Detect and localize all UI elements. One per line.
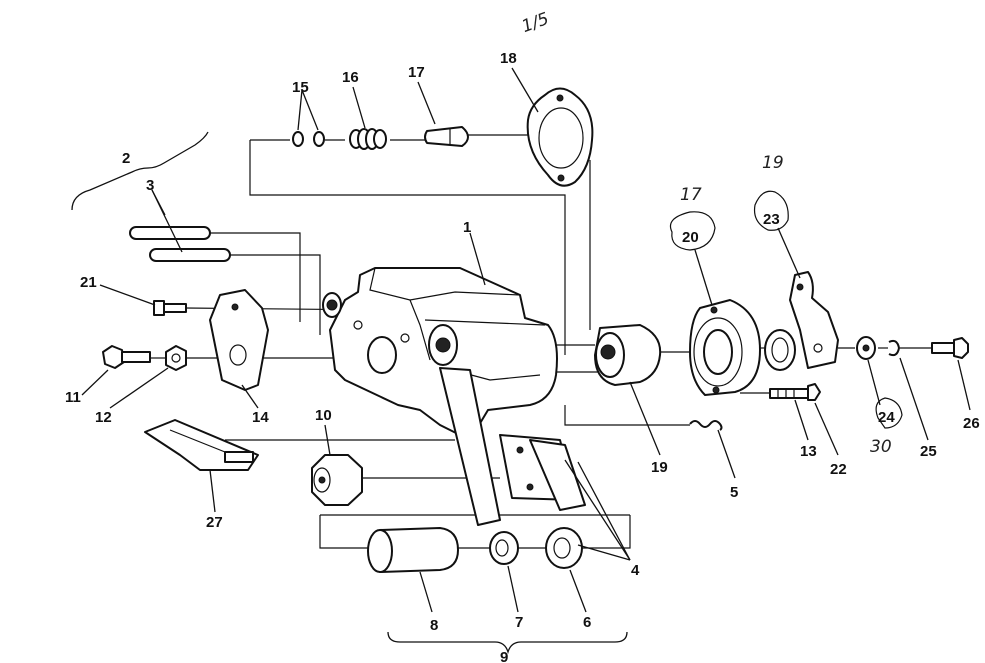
label-7: 7 [515,614,523,631]
label-19: 19 [651,459,668,476]
label-3: 3 [146,177,154,194]
label-24: 24 [878,409,895,426]
label-16: 16 [342,69,359,86]
label-14: 14 [252,409,269,426]
part-13-bolt [769,388,809,399]
label-18: 18 [500,50,517,67]
part-21-bolt [153,300,187,316]
label-22: 22 [830,461,847,478]
part-3-pins [129,226,231,262]
part-7-seal [489,531,519,565]
part-26-bolt [931,337,969,359]
part-18-gasket [526,87,594,187]
part-5-clip [689,420,723,431]
part-27-shim [144,419,259,471]
label-6: 6 [583,614,591,631]
label-5: 5 [730,484,738,501]
note-24: 30 [870,437,892,457]
part-11-bolt [102,345,151,369]
note-20: 17 [680,185,702,205]
part-17-pin [424,126,469,147]
part-14-plate [209,289,269,391]
part-12-nut [165,345,187,371]
part-bushing [764,329,796,371]
part-23-bracket [789,271,839,369]
part-20-housing [689,299,761,396]
note-23: 19 [762,153,784,173]
label-20: 20 [682,229,699,246]
label-12: 12 [95,409,112,426]
label-21: 21 [80,274,97,291]
part-labels: 2 3 15 16 17 18 1 21 11 12 14 10 27 8 7 … [65,50,980,663]
part-25-clip [888,339,900,357]
note-18: 1/5 [519,9,552,37]
label-23: 23 [763,211,780,228]
label-2: 2 [122,150,130,167]
part-6-boot [545,527,583,569]
leader-lines [81,67,971,613]
part-15-o-rings [292,131,325,147]
label-11: 11 [65,389,81,406]
label-13: 13 [800,443,817,460]
bracket-2 [71,131,209,211]
label-1: 1 [463,219,471,236]
part-4-brake-pads [439,367,586,526]
label-26: 26 [963,415,980,432]
handwritten-annotations [669,190,903,429]
label-27: 27 [206,514,223,531]
part-10-nut [311,454,363,506]
part-19-adapter [594,324,662,386]
label-17: 17 [408,64,425,81]
label-8: 8 [430,617,438,634]
label-4: 4 [631,562,640,579]
part-22-nut [807,383,821,401]
label-15: 15 [292,79,309,96]
bracket-9 [387,631,628,655]
label-10: 10 [315,407,332,424]
part-24-washer [856,336,876,360]
part-8-piston [367,527,459,573]
part-16-spring [349,128,387,150]
label-9: 9 [500,649,508,663]
part-1-caliper-body [322,267,558,441]
label-25: 25 [920,443,937,460]
